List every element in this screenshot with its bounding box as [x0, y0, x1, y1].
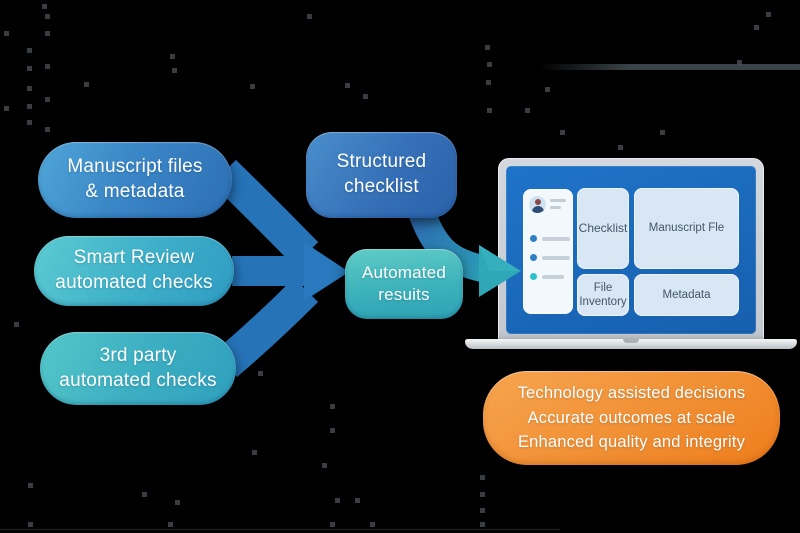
laptop-display: Checklist Manuscript Fle File Inventory …	[506, 166, 756, 334]
input-box-label-line: 3rd party	[99, 344, 177, 366]
input-box-label-line: automated checks	[59, 369, 217, 391]
input-box-smart-review: Smart Review automated checks	[34, 236, 234, 306]
text-placeholder-line	[542, 275, 564, 279]
text-placeholder-line	[550, 199, 566, 202]
outcome-box: Technology assisted decisions Accurate o…	[483, 371, 780, 465]
app-sidebar	[523, 189, 573, 314]
automated-results-line: resuits	[378, 285, 430, 304]
automated-results-line: Automated	[361, 262, 447, 282]
text-placeholder-line	[542, 256, 570, 260]
screen-card-label: File Inventory	[579, 281, 627, 308]
user-avatar-icon	[529, 196, 546, 213]
screen-card-label: Manuscript Fle	[648, 222, 725, 235]
structured-checklist-line: Structured	[336, 151, 427, 173]
automated-results-box: Automated resuits	[345, 249, 463, 319]
screen-card-checklist: Checklist	[577, 188, 629, 269]
bullet-dot-icon	[530, 235, 537, 242]
screen-card-label: Metadata	[662, 288, 711, 301]
structured-checklist-box: Structured checklist	[306, 132, 457, 218]
noise-stripe	[540, 64, 800, 70]
text-placeholder-line	[550, 206, 561, 209]
text-placeholder-line	[542, 237, 570, 241]
screen-card-label: Checklist	[578, 221, 628, 235]
input-box-label-line: automated checks	[55, 272, 213, 293]
bullet-dot-icon	[530, 254, 537, 261]
laptop-notch	[623, 339, 639, 343]
noise-hairline	[0, 529, 560, 530]
converge-arrow-icon	[212, 159, 349, 377]
laptop-screen: Checklist Manuscript Fle File Inventory …	[498, 158, 764, 341]
structured-checklist-line: checklist	[344, 176, 419, 197]
screen-card-metadata: Metadata	[634, 274, 739, 316]
input-box-label-line: & metadata	[85, 181, 185, 202]
screen-card-file-inventory: File Inventory	[577, 274, 629, 316]
laptop-base	[465, 339, 797, 349]
outcome-line: Accurate outcomes at scale	[527, 408, 736, 427]
screen-card-manuscript-file: Manuscript Fle	[634, 188, 739, 269]
outcome-line: Technology assisted decisions	[517, 383, 746, 402]
outcome-line: Enhanced quality and integrity	[517, 433, 746, 452]
input-box-label-line: Smart Review	[73, 247, 195, 269]
input-box-third-party: 3rd party automated checks	[40, 332, 236, 405]
input-box-label-line: Manuscript files	[67, 156, 203, 178]
bullet-dot-icon	[530, 273, 537, 280]
input-box-manuscript-files: Manuscript files & metadata	[38, 142, 232, 218]
